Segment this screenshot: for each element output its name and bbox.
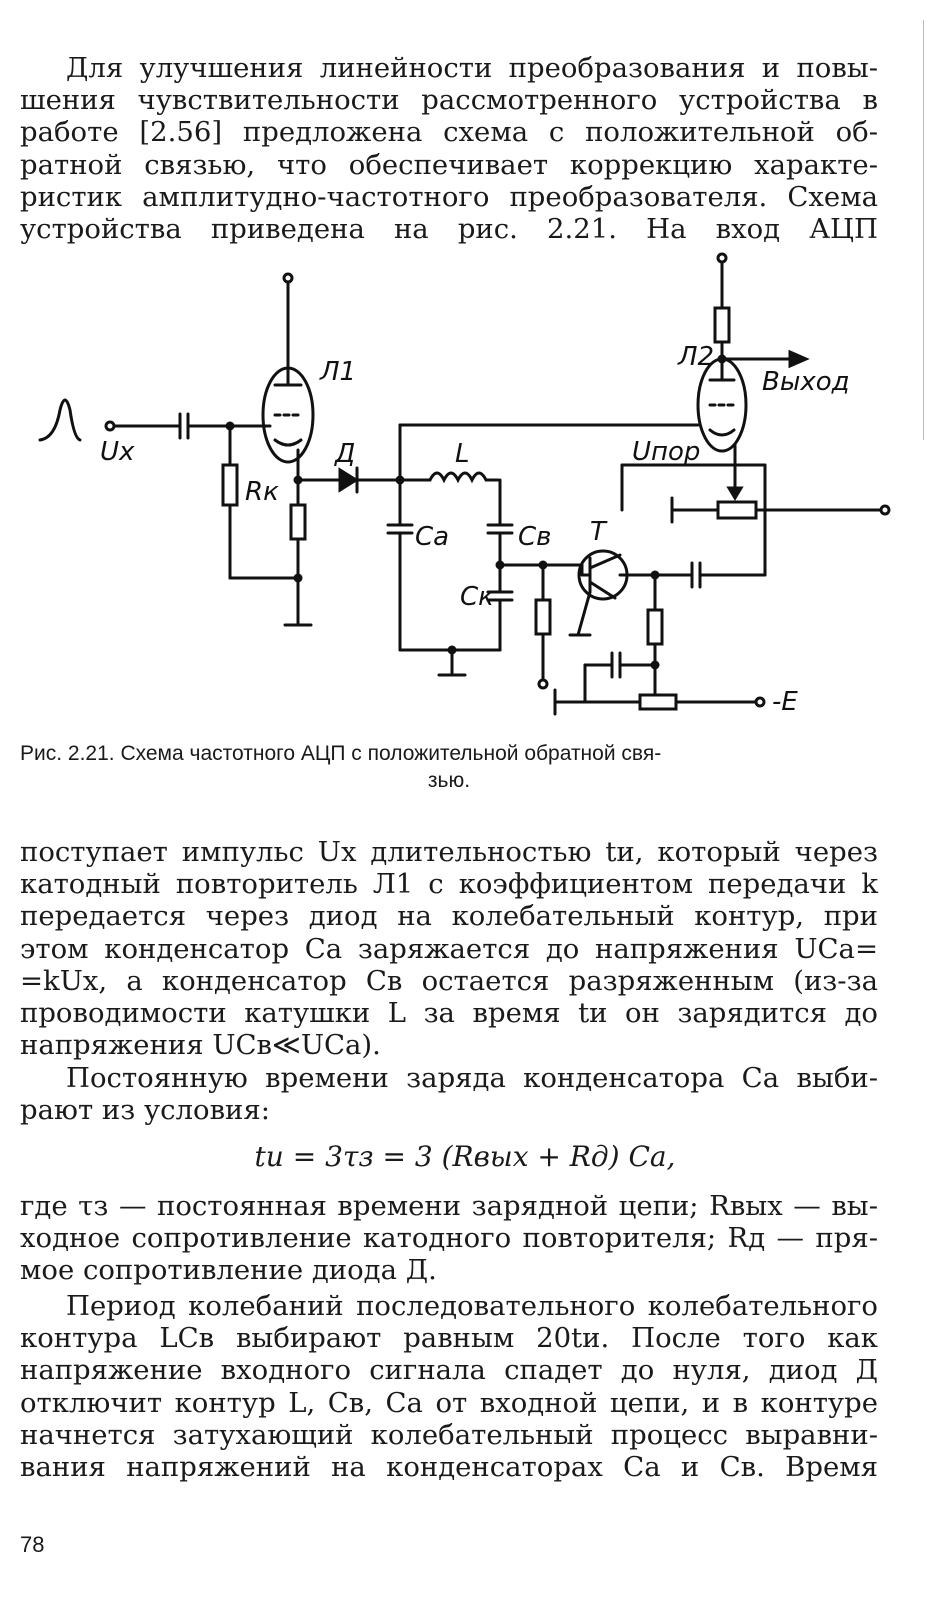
label-ux: Ux [100,437,135,467]
label-ca: Ca [415,522,449,552]
formula: tи = 3τз = 3 (Rвых + Rд) Ca, [254,1140,676,1173]
text-line: Постоянную времени заряда конденсатора C… [66,1062,878,1094]
text-line: вания напряжений на конденсаторах Ca и C… [20,1451,878,1484]
text-line: поступает импульс Uх длительностью tи, к… [20,836,878,868]
resistor-emitter [646,608,664,646]
label-cv: Cв [518,522,551,552]
page-edge-line [923,20,924,440]
label-supply: -E [772,687,798,717]
text-line: проводимости катушки L за время tи он за… [20,997,878,1030]
text-line: рают из условия: [20,1094,270,1127]
text-line: шения чувствительности рассмотренного ус… [20,84,878,117]
caption-line: Рис. 2.21. Схема частотного АЦП с положи… [20,742,662,765]
circuit-diagram: Л1 Л2 Выход Ux Rк Д L Ca Cв Cк T Uпор -E [38,252,891,717]
text-line: напряжения UCв≪UCa). [20,1029,381,1062]
text-line: Период колебаний последовательного колеб… [66,1290,878,1322]
label-output: Выход [762,367,850,397]
text-line: контура LCв выбирают равным 20tи. После … [20,1322,878,1355]
label-l1: Л1 [319,357,356,387]
caption-line: зью. [427,769,471,792]
paragraph-pulse: поступает импульс Uх длительностью tи, к… [20,836,878,1061]
text-line: отключит контур L, Cв, Ca от входной цеп… [20,1386,878,1419]
label-upor: Uпор [632,437,700,467]
resistor-rk [221,463,239,507]
paragraph-intro: Для улучшения линейности преобразования … [20,52,878,245]
paragraph-oscillation: Период колебаний последовательного колеб… [20,1290,878,1483]
label-transistor: T [590,517,608,547]
paragraph-definitions: где τз — постоянная времени зарядной цеп… [20,1190,878,1287]
text-line: ристик амплитудно-частотного преобразова… [20,180,878,213]
text-line: катодный повторитель Л1 с коэффициентом … [20,868,878,901]
text-line: мое сопротивление диода Д. [20,1254,437,1287]
potentiometer-bias [638,693,678,711]
resistor-anode [713,306,731,344]
text-line: где τз — постоянная времени зарядной цеп… [20,1190,878,1222]
pulse-symbol [38,398,82,442]
text-line: напряжение входного сигнала спадет до ну… [20,1354,878,1387]
potentiometer-upor [716,500,758,520]
text-line: =kUx, а конденсатор Cв остается разряжен… [20,964,878,997]
text-line: ратной связью, что обеспечивает коррекци… [20,148,878,181]
text-line: этом конденсатор Ca заряжается до напряж… [20,932,878,965]
label-ck: Cк [460,582,494,612]
text-line: работе [2.56] предложена схема с положит… [20,116,878,149]
resistor-cathode [289,503,307,541]
label-diode: Д [334,439,355,469]
text-line: передается через диод на колебательный к… [20,900,878,933]
resistor-base [534,598,552,636]
label-l2: Л2 [677,342,714,372]
text-line: начнется затухающий колебательный процес… [20,1418,878,1451]
coil-l [428,471,500,484]
text-line: ходное сопротивление катодного повторите… [20,1222,878,1255]
label-coil: L [455,439,470,469]
paragraph-time-constant: Постоянную времени заряда конденсатора C… [20,1062,878,1126]
diode [338,467,359,493]
output-arrow [788,349,810,369]
text-line: Для улучшения линейности преобразования … [66,52,878,84]
page-number: 78 [20,1532,45,1557]
figure-caption: Рис. 2.21. Схема частотного АЦП с положи… [20,740,878,794]
text-line: устройства приведена на рис. 2.21. На вх… [20,213,878,246]
label-rk: Rк [245,477,279,507]
